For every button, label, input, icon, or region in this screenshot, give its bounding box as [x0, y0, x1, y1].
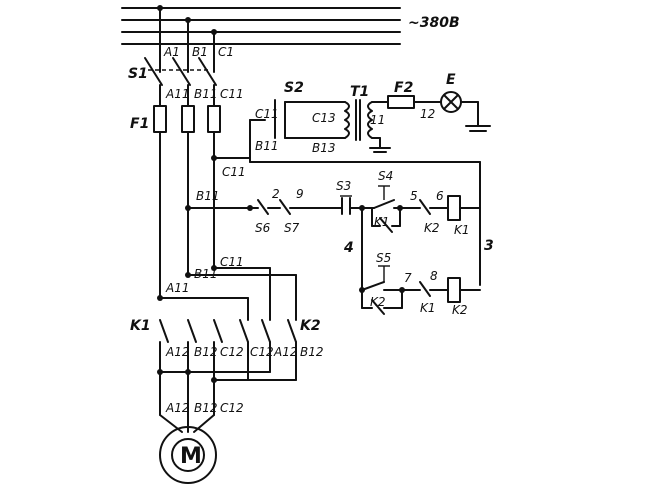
label-b11-node: B11 [196, 189, 220, 203]
label-b13: B13 [312, 141, 336, 155]
label-c11: C11 [220, 87, 244, 101]
label-c12-rev: C12 [250, 345, 274, 359]
label-t1: T1 [350, 84, 369, 100]
label-s6: S6 [255, 221, 271, 235]
motor-label: M [180, 444, 202, 469]
label-k1-contact: K1 [374, 215, 390, 229]
label-b12-rev: B12 [300, 345, 324, 359]
label-s5: S5 [376, 251, 391, 265]
label-wire-6: 6 [436, 189, 444, 203]
switch-s2 [274, 99, 304, 139]
label-wire-12: 12 [420, 107, 435, 121]
label-s7: S7 [284, 221, 300, 235]
label-k2-interlock: K2 [424, 221, 440, 235]
label-s1: S1 [128, 66, 148, 82]
label-c11-node: C11 [222, 165, 246, 179]
label-a12: A12 [165, 345, 189, 359]
lamp-e [440, 91, 462, 113]
switch-s1 [144, 57, 217, 86]
label-k2-coil: K2 [452, 303, 468, 317]
label-c1: C1 [218, 45, 234, 59]
label-b11: B11 [194, 87, 218, 101]
label-wire-2: 2 [272, 187, 280, 201]
button-s5 [361, 265, 390, 291]
button-s4 [373, 185, 395, 209]
label-wire-7: 7 [404, 271, 412, 285]
coil-k2 [447, 277, 461, 303]
supply-voltage-label: ~380В [408, 15, 460, 31]
transformer-t1 [344, 99, 373, 141]
label-k1: K1 [130, 318, 151, 334]
motor-m [159, 426, 217, 484]
label-a1: A1 [163, 45, 180, 59]
label-c11-lower: C11 [220, 255, 244, 269]
motor-label-b12: B12 [194, 401, 218, 415]
fuse-f2 [387, 95, 415, 109]
label-k1-lower: K1 [420, 301, 436, 315]
label-wire-3: 3 [484, 238, 494, 254]
button-s3 [335, 195, 363, 215]
label-b1: B1 [192, 45, 208, 59]
label-c12: C12 [220, 345, 244, 359]
label-wire-4: 4 [343, 240, 354, 256]
contactor-k2 [239, 319, 297, 343]
label-a11: A11 [165, 87, 189, 101]
label-a11-node: A11 [165, 281, 189, 295]
label-b11-tap: B11 [255, 139, 279, 153]
fuse-f1 [153, 105, 221, 133]
label-k2-lower: K2 [370, 295, 386, 309]
label-s2: S2 [284, 80, 304, 96]
coil-k1 [447, 195, 461, 221]
contactor-k1 [159, 319, 223, 343]
label-f2: F2 [394, 80, 413, 96]
label-s4: S4 [378, 169, 393, 183]
label-wire-9: 9 [296, 187, 304, 201]
label-e: E [446, 72, 456, 88]
label-wire-5: 5 [410, 189, 418, 203]
supply-bus [121, 7, 401, 45]
label-f1: F1 [130, 116, 149, 132]
label-b12: B12 [194, 345, 218, 359]
motor-label-a12: A12 [165, 401, 189, 415]
motor-label-c12: C12 [220, 401, 244, 415]
label-k2: K2 [300, 318, 321, 334]
label-c13: C13 [312, 111, 336, 125]
label-k1-coil: K1 [454, 223, 470, 237]
label-a12-rev: A12 [273, 345, 297, 359]
label-s3: S3 [336, 179, 351, 193]
label-wire-8: 8 [430, 269, 438, 283]
label-wire-11: 11 [370, 113, 385, 127]
label-c11-tap: C11 [255, 107, 279, 121]
